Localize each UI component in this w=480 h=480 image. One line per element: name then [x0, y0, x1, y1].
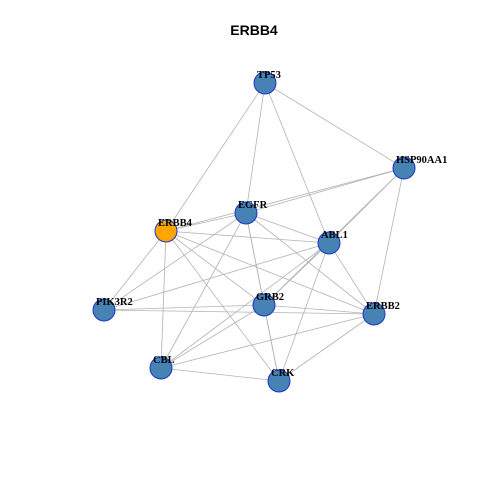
edge-egfr-cbl	[160, 212, 247, 369]
edge-hsp90aa1-erbb2	[373, 167, 405, 315]
node-tp53	[253, 71, 277, 95]
edge-tp53-abl1	[264, 82, 330, 244]
node-label-pik3r2: PIK3R2	[96, 297, 133, 308]
edge-erbb4-abl1	[165, 230, 330, 244]
edge-erbb2-crk	[278, 313, 375, 382]
edge-pik3r2-erbb2	[103, 309, 375, 315]
node-label-erbb4: ERBB4	[158, 218, 193, 229]
node-egfr	[234, 201, 258, 225]
edge-erbb4-erbb2	[165, 230, 375, 315]
node-crk	[267, 369, 291, 393]
edge-egfr-abl1	[245, 212, 330, 244]
edge-pik3r2-grb2	[103, 304, 265, 311]
edge-tp53-hsp90aa1	[264, 82, 405, 169]
node-label-crk: CRK	[271, 368, 295, 379]
edge-hsp90aa1-erbb4	[165, 167, 405, 232]
node-erbb4	[154, 219, 178, 243]
edge-abl1-erbb2	[328, 242, 375, 315]
edge-egfr-erbb2	[245, 212, 375, 315]
node-label-grb2: GRB2	[256, 292, 284, 303]
node-label-tp53: TP53	[257, 70, 281, 81]
edge-erbb2-cbl	[160, 313, 375, 369]
node-label-abl1: ABL1	[321, 230, 348, 241]
edge-erbb4-cbl	[160, 230, 167, 369]
edge-abl1-pik3r2	[103, 242, 330, 311]
edge-egfr-erbb4	[165, 212, 247, 232]
graph-title: ERBB4	[230, 22, 278, 38]
edge-tp53-erbb4	[165, 82, 266, 232]
edge-egfr-pik3r2	[103, 212, 247, 311]
node-pik3r2	[92, 298, 116, 322]
edges-layer	[103, 82, 405, 382]
edge-grb2-erbb2	[263, 304, 375, 315]
node-cbl	[149, 356, 173, 380]
node-label-hsp90aa1: HSP90AA1	[396, 155, 447, 166]
edge-abl1-crk	[278, 242, 330, 382]
edge-grb2-crk	[263, 304, 280, 382]
node-label-cbl: CBL	[153, 355, 175, 366]
node-label-egfr: EGFR	[238, 200, 268, 211]
node-hsp90aa1	[392, 156, 416, 180]
edge-erbb4-grb2	[165, 230, 265, 306]
edge-hsp90aa1-egfr	[245, 167, 405, 214]
node-erbb2	[362, 302, 386, 326]
node-label-erbb2: ERBB2	[366, 301, 400, 312]
node-grb2	[252, 293, 276, 317]
edge-tp53-egfr	[245, 82, 266, 214]
edge-grb2-cbl	[160, 304, 265, 369]
node-abl1	[317, 231, 341, 255]
edge-abl1-grb2	[263, 242, 330, 306]
edge-erbb4-pik3r2	[103, 230, 167, 311]
edge-cbl-crk	[160, 367, 280, 382]
